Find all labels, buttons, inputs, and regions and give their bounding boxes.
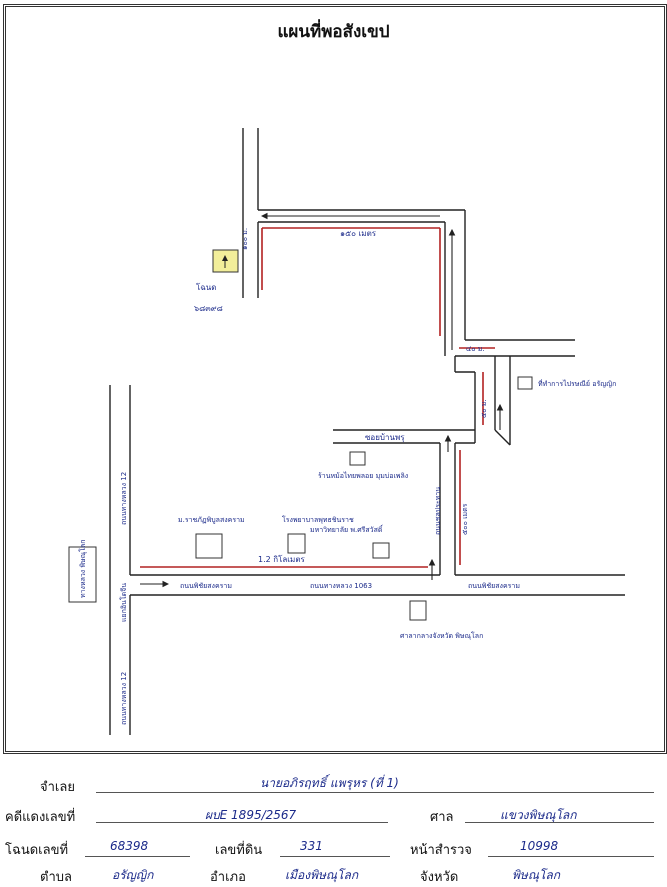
- deed-line: [85, 856, 190, 857]
- land-no-line: [280, 856, 390, 857]
- landmark-bottom: ศาลากลางจังหวัด พิษณุโลก: [400, 631, 483, 640]
- defendant-label: จำเลย: [40, 780, 75, 795]
- court-value: แขวงพิษณุโลก: [500, 808, 577, 822]
- vertical-road-1: ถนนชลประทาน: [434, 487, 442, 535]
- map-frame: [3, 4, 667, 754]
- land-no-label: เลขที่ดิน: [215, 843, 263, 858]
- left-road-mid: แยกอินโดจีน: [119, 583, 128, 622]
- court-label: ศาล: [430, 810, 454, 825]
- land-no-value: 331: [300, 839, 323, 853]
- deed-label: โฉนดเลขที่: [5, 843, 69, 858]
- subdistrict-label: ตำบล: [40, 870, 72, 885]
- left-road-upper: ถนนทางหลวง 12: [120, 472, 128, 525]
- vertical-road-2: ๕๐๐ เมตร: [461, 503, 469, 535]
- case-info-form: จำเลย นายอภิรฤทธิ์ แพรุหร (ที่ 1) คดีแดง…: [0, 760, 667, 886]
- left-road-lower: ถนนทางหลวง 12: [120, 672, 128, 725]
- defendant-line: [96, 792, 654, 793]
- case-value: ผบE 1895/2567: [205, 808, 297, 822]
- case-label: คดีแดงเลขที่: [5, 810, 76, 825]
- top-distance: ๑๕๐ เมตร: [340, 229, 377, 238]
- district-value: เมืองพิษณุโลก: [285, 868, 359, 882]
- sketch-map: โฉนด ๖๘๓๙๘ ๑๐๐ ม. ๑๕๐ เมตร ๔๐ ม. ๕๐ ม. ท…: [68, 128, 625, 735]
- landmark-mid: ร้านหม้อไทยพลอย มุมบ่อเพลิง: [318, 471, 408, 480]
- main-road-mid: ถนนทางหลวง 1063: [310, 582, 372, 590]
- uni-box: [195, 533, 223, 559]
- left-box: [68, 546, 97, 603]
- mid-distance: ๕๐ ม.: [480, 399, 488, 418]
- case-line: [96, 822, 388, 823]
- small-distance: ๔๐ ม.: [466, 345, 485, 353]
- landmark-right: ที่ทำการไปรษณีย์ อรัญญิก: [538, 379, 616, 388]
- land-number: ๖๘๓๙๘: [194, 304, 223, 313]
- court-line: [465, 822, 654, 823]
- page-title: แผนที่พอสังเขป: [277, 22, 390, 42]
- province-label: จังหวัด: [420, 870, 459, 885]
- defendant-value: นายอภิรฤทธิ์ แพรุหร (ที่ 1): [260, 776, 399, 790]
- mid-landmark-box: [349, 451, 366, 466]
- left-box-label: ทางหลวง พิษณุโลก: [78, 540, 87, 598]
- college-box: [372, 542, 390, 559]
- subdistrict-value: อรัญญิก: [112, 868, 154, 882]
- north-road-label: ๑๐๐ ม.: [241, 228, 249, 250]
- post-office-box: [517, 376, 533, 390]
- distance-km: 1.2 กิโลเมตร: [258, 554, 306, 564]
- soi-label: ซอยบ้านพรุ: [365, 433, 405, 442]
- land-label: โฉนด: [196, 282, 216, 292]
- route-line: [140, 227, 495, 568]
- survey-line: [488, 856, 654, 857]
- landmark-uni: ม.ราชภัฏพิบูลสงคราม: [178, 516, 245, 524]
- city-hall-box: [409, 600, 427, 621]
- main-road-left: ถนนพิชัยสงคราม: [180, 582, 232, 590]
- landmark-school: โรงพยาบาลพุทธชินราช: [282, 515, 354, 524]
- north-road: [109, 128, 625, 735]
- hospital-box: [287, 533, 306, 554]
- deed-value: 68398: [110, 839, 149, 853]
- survey-value: 10998: [520, 839, 559, 853]
- district-label: อำเภอ: [210, 870, 246, 885]
- survey-label: หน้าสำรวจ: [410, 843, 472, 858]
- province-value: พิษณุโลก: [512, 868, 561, 882]
- main-road-right: ถนนพิชัยสงคราม: [468, 582, 520, 590]
- landmark-school2: มหาวิทยาลัย พ.ศรีสวัสดิ์: [310, 524, 384, 534]
- route-arrows: [140, 212, 504, 588]
